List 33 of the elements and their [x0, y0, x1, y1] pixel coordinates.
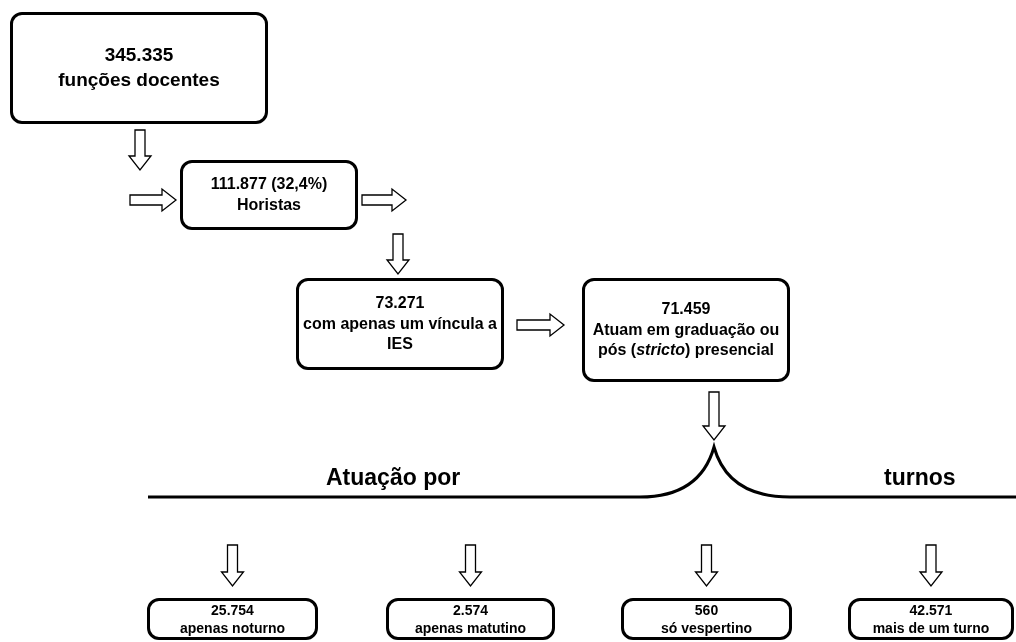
count-value: 345.335	[104, 43, 174, 68]
process-box	[582, 278, 790, 382]
process-box	[147, 598, 318, 640]
box-caption: apenas noturno	[180, 619, 285, 638]
count-value: 73.271	[375, 292, 425, 313]
block-arrow	[385, 233, 411, 276]
box-caption: Atuam em graduação ou pós (stricto) presencial	[591, 319, 781, 361]
process-box	[621, 598, 792, 640]
box-caption: mais de um turno	[872, 619, 990, 638]
count-value: 25.754	[211, 600, 254, 619]
block-arrow	[220, 544, 245, 588]
block-arrow	[516, 312, 566, 338]
block-arrow	[127, 129, 178, 213]
count-value: 2.574	[452, 600, 488, 619]
box-caption: com apenas um víncula a IES	[302, 313, 498, 355]
block-arrow	[694, 544, 719, 588]
block-arrow	[361, 187, 408, 213]
count-value: 71.459	[661, 298, 711, 319]
count-value: 42.571	[909, 600, 953, 619]
count-value: 111.877 (32,4%)	[210, 174, 328, 195]
box-caption: só vespertino	[661, 619, 752, 638]
process-box	[180, 160, 358, 230]
process-box	[848, 598, 1014, 640]
process-box	[10, 12, 268, 124]
box-caption: apenas matutino	[414, 619, 527, 638]
box-caption: Horistas	[237, 195, 301, 215]
process-box	[386, 598, 555, 640]
block-arrow	[918, 544, 944, 588]
block-arrow	[701, 391, 727, 442]
box-caption: funções docentes	[58, 68, 220, 92]
process-box	[296, 278, 504, 370]
block-arrow	[458, 544, 483, 588]
count-value: 560	[694, 600, 719, 619]
